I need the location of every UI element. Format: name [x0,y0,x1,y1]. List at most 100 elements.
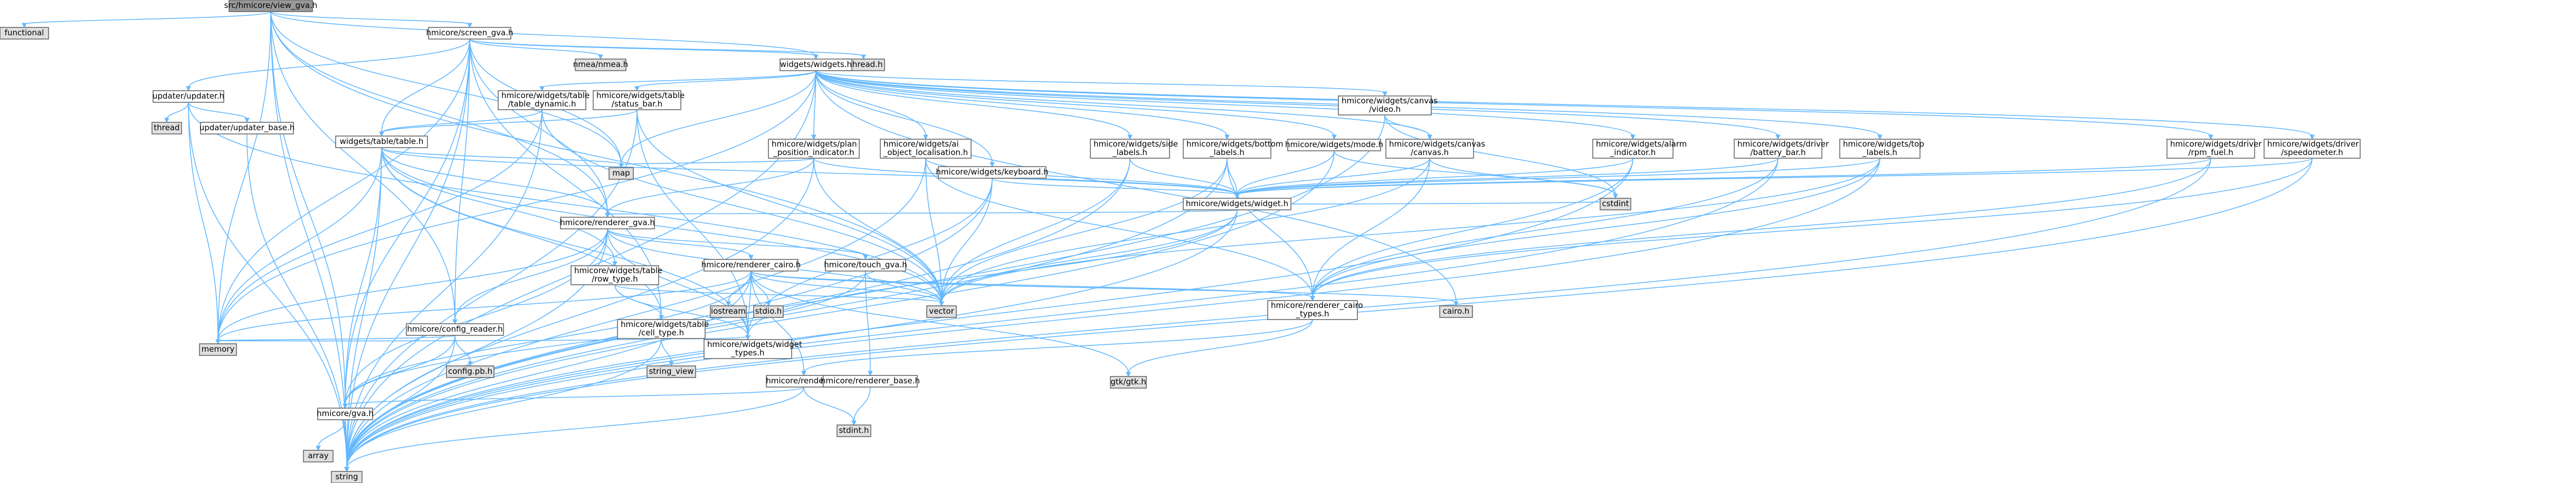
node-widget-h[interactable]: hmicore/widgets/widget.h [1183,198,1291,210]
node-label: hmicore/widgets/top [1843,139,1924,149]
node-label: vector [929,306,954,316]
node-canvas-video[interactable]: hmicore/widgets/canvas/video.h [1338,95,1438,115]
node-alarm-indicator[interactable]: hmicore/widgets/alarm_indicator.h [1592,139,1687,159]
node-side-labels[interactable]: hmicore/widgets/side_labels.h [1090,139,1178,159]
node-label: cairo.h [1443,306,1470,316]
node-table-dynamic[interactable]: hmicore/widgets/table/table_dynamic.h [498,90,590,110]
node-updater[interactable]: updater/updater.h [153,90,224,103]
node-renderer-gva[interactable]: hmicore/renderer_gva.h [560,217,655,229]
node-label: hmicore/screen_gva.h [426,28,513,38]
node-label: hmicore/widgets/table [596,91,685,100]
node-mode[interactable]: hmicore/widgets/mode.h [1285,139,1383,151]
edge-root-to-gva_h [270,11,348,409]
node-renderer-cairo[interactable]: hmicore/renderer_cairo.h [701,259,801,272]
node-label: config.pb.h [448,366,492,376]
node-label: map [612,168,630,178]
node-widgets-h[interactable]: widgets/widgets.h [780,59,852,71]
edge-widgets_h-to-object_localisation [815,70,928,140]
edge-cairo_types-to-renderer_h [801,319,1313,376]
edge-cairo_types-to-gtk [1126,319,1313,378]
edge-screen_gva-to-nmea [469,38,603,60]
node-cstdint: cstdint [1600,198,1631,210]
edge-widgets_h-to-status_bar [634,70,816,92]
node-label: hmicore/widgets/table [501,91,590,100]
edge-renderer_base-to-stdint [851,387,871,426]
edge-widget_h-to-renderer_gva [605,209,1238,218]
node-cell-type[interactable]: hmicore/widgets/table/cell_type.h [617,319,709,339]
node-gva-h[interactable]: hmicore/gva.h [317,408,374,420]
node-canvas-canvas[interactable]: hmicore/widgets/canvas/canvas.h [1385,139,1485,159]
edge-updater-to-vector [188,102,944,307]
edge-touch_gva-to-vector [865,271,944,307]
edge-canvas_canvas-to-vector [939,158,1430,307]
node-label: hmicore/widgets/keyboard.h [936,167,1048,177]
node-object-localisation[interactable]: hmicore/widgets/ai_object_localisation.h [880,139,972,159]
edge-canvas_canvas-to-widget_h [1234,158,1430,199]
node-widget-types[interactable]: hmicore/widgets/widget_types.h [704,339,802,359]
node-root[interactable]: src/hmicore/view_gva.h [224,0,318,12]
edge-updater-to-memory [188,102,221,345]
node-label: hmicore/widgets/widget [707,340,802,349]
edge-widgets_h-to-speedometer [815,70,2315,140]
node-label: hmicore/widgets/table [574,266,662,275]
edge-touch_gva-to-renderer_base [865,271,873,376]
node-string-view: string_view [647,365,696,378]
node-label: hmicore/renderer_base.h [821,376,920,386]
node-label: iostream [711,306,746,316]
node-label: hmicore/widgets/mode.h [1285,140,1383,149]
node-label: hmicore/widgets/side [1094,139,1178,149]
node-label: hmicore/widgets/alarm [1596,139,1687,149]
edge-root-to-functional [22,11,271,28]
node-top-labels[interactable]: hmicore/widgets/top_labels.h [1839,139,1924,159]
node-status-bar[interactable]: hmicore/widgets/table/status_bar.h [593,90,685,110]
node-label: string [335,472,358,481]
node-label: updater/updater.h [153,91,224,101]
node-label: /cell_type.h [639,328,684,338]
edge-table_h-to-memory [215,147,382,345]
node-label: hmicore/widgets/driver [1737,139,1829,149]
node-label: hmicore/widgets/widget.h [1186,199,1288,208]
node-config-reader[interactable]: hmicore/config_reader.h [406,323,504,336]
node-map: map [609,167,634,180]
edge-config_reader-to-config_pb [454,335,473,367]
node-vector: vector [926,305,957,318]
node-speedometer[interactable]: hmicore/widgets/driver/speedometer.h [2264,139,2361,159]
edge-battery_bar-to-cairo_types [1310,158,1779,302]
node-label: widgets/widgets.h [780,60,852,69]
node-renderer-h[interactable]: hmicore/renderer.h [766,375,842,388]
edge-mode-to-cstdint [1334,150,1618,199]
node-label: _labels.h [1209,148,1244,158]
edge-widgets_h-to-side_labels [815,70,1133,140]
edge-updater_base-to-string [246,133,349,472]
node-touch-gva[interactable]: hmicore/touch_gva.h [824,259,907,272]
node-label: /speedometer.h [2281,148,2343,157]
node-label: hmicore/widgets/ai [883,139,959,149]
node-label: hmicore/renderer_cairo.h [701,260,801,270]
dependency-edges [22,11,2315,472]
node-bottom-labels[interactable]: hmicore/widgets/bottom_labels.h [1183,139,1284,159]
node-label: _position_indicator.h [773,148,854,158]
node-label: stdio.h [755,306,782,316]
edge-object_localisation-to-cairo_types [925,158,1315,302]
node-keyboard[interactable]: hmicore/widgets/keyboard.h [936,166,1049,179]
edge-widget_h-to-vector [939,209,1238,307]
node-rpm-fuel[interactable]: hmicore/widgets/driver/rpm_fuel.h [2166,139,2262,159]
node-updater-base[interactable]: updater/updater_base.h [199,122,295,134]
node-config-pb: config.pb.h [446,365,495,378]
node-label: gtk/gtk.h [1110,377,1146,387]
edge-screen_gva-to-memory [215,38,470,345]
edge-renderer_h-to-gva_h [343,387,804,409]
node-row-type[interactable]: hmicore/widgets/table/row_type.h [571,265,662,285]
node-gtk: gtk/gtk.h [1110,376,1147,389]
edge-alarm_indicator-to-widget_h [1234,158,1633,199]
node-cairo-types[interactable]: hmicore/renderer_cairo_types.h [1267,300,1363,320]
node-pthread: pthread.h [842,59,885,71]
node-plan-position[interactable]: hmicore/widgets/plan_position_indicator.… [768,139,860,159]
node-screen-gva[interactable]: hmicore/screen_gva.h [426,27,514,40]
node-renderer-base[interactable]: hmicore/renderer_base.h [821,375,920,388]
node-battery-bar[interactable]: hmicore/widgets/driver/battery_bar.h [1734,139,1829,159]
node-label: _labels.h [1862,148,1897,158]
node-label: hmicore/widgets/driver [2170,139,2262,149]
node-table-h[interactable]: widgets/table/table.h [335,136,428,148]
